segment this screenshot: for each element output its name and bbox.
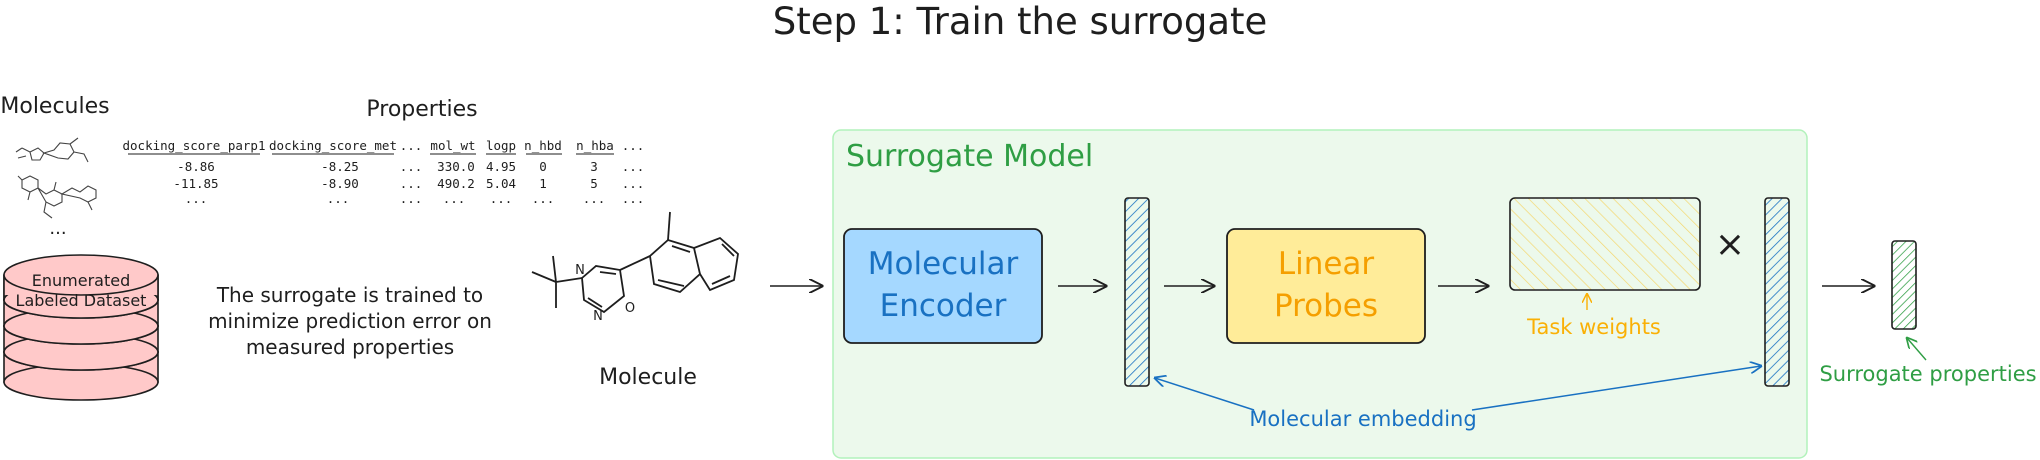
properties-table: docking_score_parp1 docking_score_met ..… bbox=[123, 138, 645, 206]
more-molecules-ellipsis: ... bbox=[49, 218, 66, 239]
task-weights-label: Task weights bbox=[1526, 315, 1661, 339]
table-header-logp: logp bbox=[486, 138, 516, 153]
table-header-docking-met: docking_score_met bbox=[269, 138, 397, 153]
embedding-arrow-left bbox=[1155, 378, 1255, 411]
table-cell: ... bbox=[400, 176, 423, 191]
table-cell: ... bbox=[532, 191, 555, 206]
dataset-label-line1: Enumerated bbox=[32, 271, 130, 290]
table-header-ellipsis-1: ... bbox=[400, 138, 423, 153]
molecule-thumbnail-2 bbox=[17, 175, 97, 219]
description-line-2: minimize prediction error on bbox=[208, 309, 492, 333]
molecule-atom-n2: N bbox=[593, 309, 603, 324]
table-row: ... ... ... ... ... ... ... ... bbox=[185, 191, 645, 206]
linear-probes-label-line2: Probes bbox=[1274, 288, 1378, 324]
table-header-ellipsis-2: ... bbox=[622, 138, 645, 153]
molecules-heading: Molecules bbox=[0, 94, 109, 119]
table-row: -8.86 -8.25 ... 330.0 4.95 0 3 ... bbox=[177, 159, 644, 174]
table-cell: 490.2 bbox=[437, 176, 475, 191]
table-cell: 5.04 bbox=[486, 176, 516, 191]
table-cell: 4.95 bbox=[486, 159, 516, 174]
table-cell: 330.0 bbox=[437, 159, 475, 174]
table-cell: 0 bbox=[539, 159, 547, 174]
table-cell: -11.85 bbox=[173, 176, 218, 191]
table-header-n-hba: n_hba bbox=[576, 138, 614, 153]
table-cell: ... bbox=[490, 191, 513, 206]
table-cell: -8.25 bbox=[321, 159, 359, 174]
description-line-1: The surrogate is trained to bbox=[216, 283, 483, 307]
table-cell: 1 bbox=[539, 176, 547, 191]
molecule-atom-n1: N bbox=[575, 263, 585, 278]
surrogate-properties-vector bbox=[1891, 240, 1917, 330]
table-cell: ... bbox=[622, 159, 645, 174]
embedding-vector-2 bbox=[1764, 197, 1790, 387]
table-cell: ... bbox=[622, 176, 645, 191]
table-cell: -8.90 bbox=[321, 176, 359, 191]
table-cell: 3 bbox=[590, 159, 598, 174]
surrogate-properties-label: Surrogate properties bbox=[1819, 362, 2036, 386]
table-header-n-hbd: n_hbd bbox=[524, 138, 562, 153]
molecular-encoder-label-line2: Encoder bbox=[880, 288, 1007, 324]
description-line-3: measured properties bbox=[246, 335, 454, 359]
table-header-docking-parp1: docking_score_parp1 bbox=[123, 138, 266, 153]
dataset-label-line2: Labeled Dataset bbox=[16, 291, 147, 310]
table-cell: ... bbox=[622, 191, 645, 206]
molecular-encoder-label-line1: Molecular bbox=[868, 246, 1019, 282]
properties-heading: Properties bbox=[366, 97, 477, 122]
table-cell: 5 bbox=[590, 176, 598, 191]
molecule-atom-o: O bbox=[625, 301, 635, 316]
molecular-embedding-label: Molecular embedding bbox=[1249, 407, 1476, 431]
page-title: Step 1: Train the surrogate bbox=[773, 0, 1268, 43]
embedding-vector-1 bbox=[1124, 197, 1150, 387]
table-header-mol-wt: mol_wt bbox=[430, 138, 475, 153]
surrogate-model-title: Surrogate Model bbox=[846, 139, 1093, 174]
task-weights-matrix bbox=[1509, 197, 1701, 291]
molecule-structure bbox=[531, 211, 739, 314]
molecule-thumbnail-1 bbox=[15, 137, 89, 163]
linear-probes-label-line1: Linear bbox=[1278, 246, 1375, 282]
table-cell: ... bbox=[583, 191, 606, 206]
table-cell: ... bbox=[400, 191, 423, 206]
dataset-stack bbox=[3, 254, 159, 401]
table-cell: ... bbox=[400, 159, 423, 174]
table-cell: ... bbox=[327, 191, 350, 206]
table-row: -11.85 -8.90 ... 490.2 5.04 1 5 ... bbox=[173, 176, 644, 191]
surrogate-properties-pointer bbox=[1907, 338, 1927, 361]
molecular-encoder-box bbox=[843, 228, 1043, 344]
multiply-symbol: × bbox=[1715, 224, 1745, 265]
table-cell: ... bbox=[443, 191, 466, 206]
table-cell: -8.86 bbox=[177, 159, 215, 174]
table-cell: ... bbox=[185, 191, 208, 206]
molecule-label: Molecule bbox=[599, 365, 697, 390]
linear-probes-box bbox=[1226, 228, 1426, 344]
embedding-arrow-right bbox=[1471, 366, 1761, 411]
